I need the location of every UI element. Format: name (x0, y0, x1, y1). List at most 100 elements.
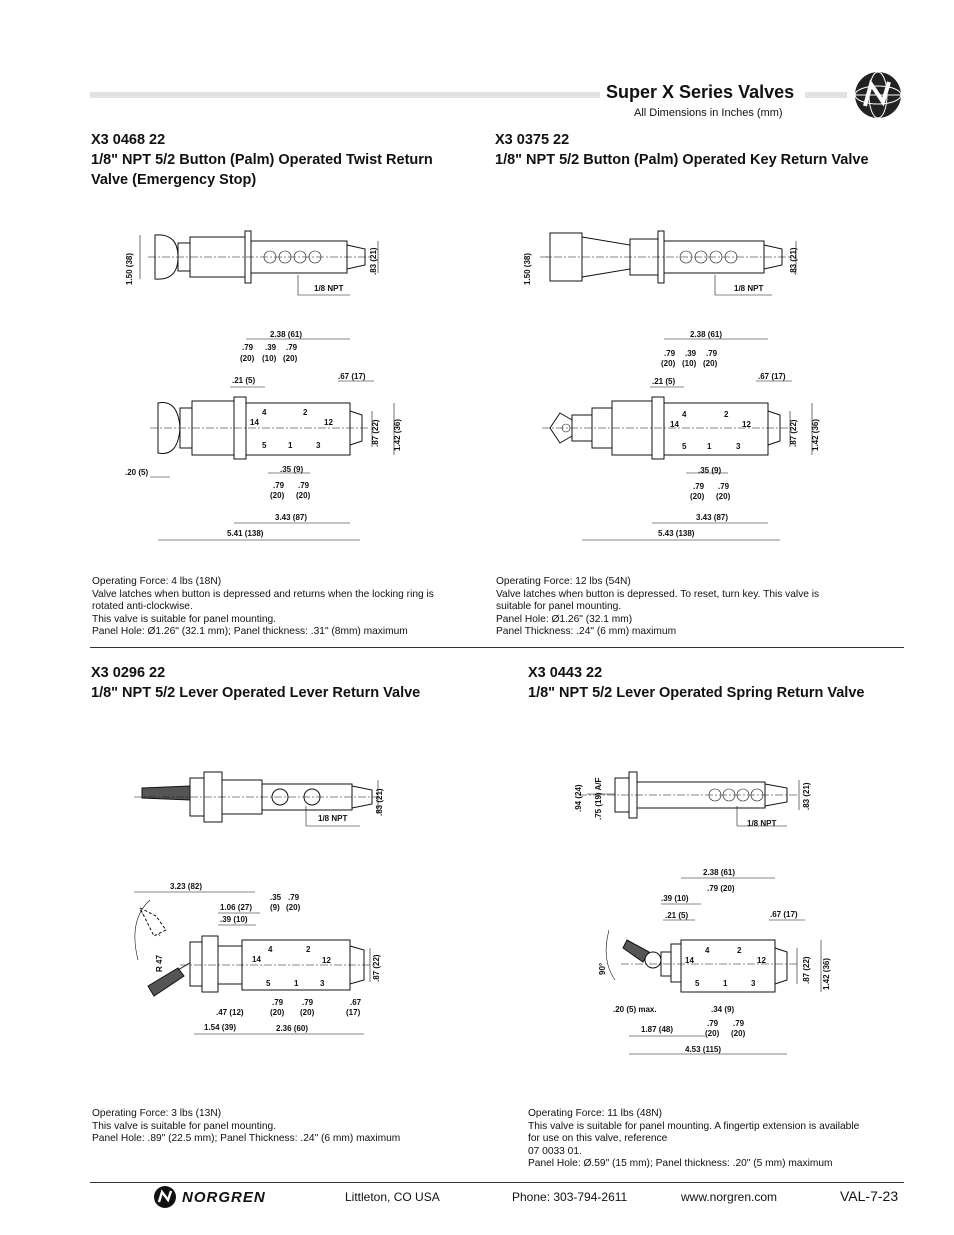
section-2-heading: X3 0375 22 1/8" NPT 5/2 Button (Palm) Op… (495, 130, 869, 170)
dim-label: .67 (17) (758, 372, 786, 381)
dim-label: .79 (273, 481, 285, 490)
port-label: 12 (322, 956, 331, 965)
dim-label: (20) (661, 359, 676, 368)
dim-label: 1/8 NPT (314, 284, 343, 293)
note-line: Panel Thickness: .24" (6 mm) maximum (496, 626, 677, 638)
port-label: 2 (724, 410, 729, 419)
port-label: 4 (682, 410, 687, 419)
dim-label: .21 (5) (652, 377, 675, 386)
port-label: 14 (685, 956, 694, 965)
part-description: 1/8" NPT 5/2 Lever Operated Spring Retur… (528, 685, 865, 701)
page-subtitle: All Dimensions in Inches (mm) (634, 107, 783, 119)
port-label: 4 (268, 945, 273, 954)
note-line: Valve latches when button is depressed a… (92, 588, 434, 600)
dim-label: .20 (5) max. (613, 1005, 657, 1014)
port-label: 3 (316, 441, 321, 450)
port-label: 2 (303, 408, 308, 417)
port-label: 5 (262, 441, 267, 450)
dim-label: .21 (5) (232, 376, 255, 385)
port-label: 3 (751, 979, 756, 988)
part-description: Valve (Emergency Stop) (91, 172, 257, 188)
valve-drawing-x3-0375: 1.50 (38) .83 (21) 1/8 NPT 14 4 2 12 5 1… (523, 230, 820, 541)
dim-label: 5.41 (138) (227, 529, 264, 538)
dim-label: (20) (300, 1008, 315, 1017)
dim-label: 1.50 (38) (125, 253, 134, 285)
dim-label: 3.43 (87) (696, 513, 728, 522)
note-line: Operating Force: 11 lbs (48N) (528, 1108, 663, 1119)
dim-label: .39 (685, 349, 697, 358)
dim-label: .35 (9) (280, 465, 303, 474)
note-line: for use on this valve, reference (528, 1133, 668, 1145)
dim-label: 1.87 (48) (641, 1025, 673, 1034)
port-label: 4 (262, 408, 267, 417)
dim-label: 2.36 (60) (276, 1024, 308, 1033)
dim-label: .79 (272, 998, 284, 1007)
dim-label: .67 (17) (770, 910, 798, 919)
port-label: 2 (737, 946, 742, 955)
dim-label: (10) (262, 354, 277, 363)
dim-label: (20) (286, 903, 301, 912)
dim-label: .79 (20) (707, 884, 735, 893)
dim-label: 4.53 (115) (685, 1045, 721, 1054)
part-number: X3 0375 22 (495, 132, 570, 148)
dim-label: (20) (703, 359, 718, 368)
dim-label: .39 (265, 343, 277, 352)
dim-label: .75 (19) A/F (594, 778, 603, 820)
note-line: This valve is suitable for panel mountin… (528, 1120, 860, 1132)
dim-label: (17) (346, 1008, 361, 1017)
footer-rule (90, 1182, 904, 1183)
dim-label: .79 (302, 998, 314, 1007)
port-label: 4 (705, 946, 710, 955)
dim-label: 1/8 NPT (747, 819, 776, 828)
dim-label: .79 (706, 349, 718, 358)
dim-label: .79 (707, 1019, 719, 1028)
part-description: 1/8" NPT 5/2 Lever Operated Lever Return… (91, 685, 421, 701)
part-number: X3 0443 22 (528, 665, 603, 681)
dim-label: .79 (286, 343, 298, 352)
norgren-logo-icon (154, 1186, 176, 1208)
valve-drawing-x3-0296: .83 (21) 1/8 NPT 14 4 2 12 5 1 3 R 47 3.… (134, 771, 384, 1035)
norgren-logo: NORGREN (153, 1185, 266, 1209)
port-label: 1 (288, 441, 293, 450)
dim-label: (20) (731, 1029, 746, 1038)
footer-website[interactable]: www.norgren.com (681, 1190, 778, 1204)
dim-label: 1.42 (36) (811, 419, 820, 451)
dim-label: .79 (718, 482, 730, 491)
dim-label: .79 (242, 343, 254, 352)
dim-label: .39 (10) (661, 894, 689, 903)
dim-label: (9) (270, 903, 280, 912)
port-label: 14 (252, 955, 261, 964)
dim-label: .47 (12) (216, 1008, 244, 1017)
dim-label: 2.38 (61) (703, 868, 735, 877)
note-line: Operating Force: 12 lbs (54N) (496, 576, 631, 587)
dim-label: .79 (733, 1019, 745, 1028)
section-divider (90, 647, 904, 648)
dim-label: .39 (10) (220, 915, 248, 924)
dim-label: .87 (22) (371, 419, 380, 447)
dim-label: (20) (240, 354, 255, 363)
port-label: 14 (250, 418, 259, 427)
note-line: This valve is suitable for panel mountin… (92, 613, 277, 625)
dim-label: 1.42 (36) (393, 419, 402, 451)
dim-label: .35 (270, 893, 282, 902)
port-label: 14 (670, 420, 679, 429)
port-label: 12 (324, 418, 333, 427)
dim-label: 1.06 (27) (220, 903, 252, 912)
note-line: Valve latches when button is depressed. … (496, 588, 820, 600)
port-label: 3 (736, 442, 741, 451)
dim-label: .67 (350, 998, 362, 1007)
note-line: Panel Hole: .89" (22.5 mm); Panel Thickn… (92, 1133, 401, 1145)
dim-label: 1.50 (38) (523, 253, 532, 285)
note-line: 07 0033 01. (528, 1145, 582, 1157)
footer-phone: Phone: 303-794-2611 (512, 1190, 628, 1204)
dim-label: (20) (690, 492, 705, 501)
dim-label: 5.43 (138) (658, 529, 695, 538)
dim-label: .21 (5) (665, 911, 688, 920)
dim-label: .79 (664, 349, 676, 358)
dim-label: .67 (17) (338, 372, 366, 381)
dim-label: .83 (21) (802, 782, 811, 810)
dim-label: .20 (5) (125, 468, 148, 477)
port-label: 12 (757, 956, 766, 965)
section-4-heading: X3 0443 22 1/8" NPT 5/2 Lever Operated S… (528, 663, 864, 703)
dim-label: 90° (598, 963, 607, 975)
